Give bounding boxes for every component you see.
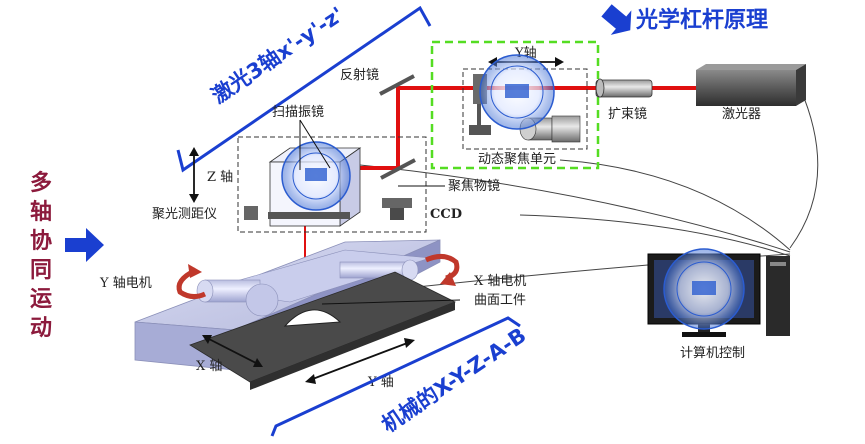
reflect-mirror-focus	[380, 158, 416, 180]
university-seal-mid	[281, 141, 351, 211]
multi-axis-char-3: 协	[30, 229, 52, 254]
label-x-axis: X 轴	[196, 359, 222, 374]
curved-workpiece	[283, 309, 342, 327]
label-z-axis: Z 轴	[207, 170, 233, 185]
multi-axis-char-6: 动	[30, 316, 52, 341]
label-beam-expander: 扩束镜	[608, 107, 647, 122]
dynamic-focus-green-frame	[430, 40, 600, 170]
workpiece-pointer	[321, 299, 461, 305]
scan-head-box	[237, 136, 427, 233]
label-focus-lens: 聚焦物镜	[448, 179, 500, 194]
mech-axes-bracket	[270, 316, 521, 437]
dynamic-focus-box	[462, 68, 588, 150]
rangefinder-device	[244, 206, 258, 220]
university-seal-pc	[663, 248, 745, 330]
multi-axis-char-5: 运	[30, 287, 52, 312]
arrow-right-icon	[65, 228, 104, 262]
label-laser: 激光器	[722, 107, 761, 122]
beam-expander	[595, 78, 653, 98]
label-workpiece: 曲面工件	[474, 293, 526, 308]
y-axis-bottom-double-arrow-icon	[305, 338, 415, 384]
objective-plate	[268, 212, 350, 219]
x-motor-assembly	[339, 259, 419, 281]
multi-axis-char-2: 轴	[30, 199, 52, 225]
university-seal-top	[479, 54, 555, 130]
ccd-camera	[382, 198, 412, 220]
y-motor-rotate-arrow-icon	[176, 264, 207, 300]
label-y-motor: Y 轴电机	[99, 276, 152, 291]
label-rangefinder: 聚光测距仪	[152, 207, 217, 222]
workpiece-plate	[189, 271, 456, 390]
multi-axis-char-4: 同	[30, 258, 52, 283]
laser-source	[696, 64, 806, 106]
x-motor-rotate-arrow-icon	[424, 254, 460, 286]
label-pc-control: 计算机控制	[680, 346, 745, 361]
title-mech-axes: 机械的X-Y-Z-A-B	[377, 323, 530, 437]
reflect-mirror-top	[379, 74, 415, 96]
label-x-motor: X 轴电机	[474, 274, 526, 289]
label-ccd: CCD	[430, 207, 462, 222]
title-laser-3axis: 激光3轴x'-y'-z'	[207, 2, 348, 108]
arrow-down-icon	[601, 4, 632, 35]
title-lever-principle: 光学杠杆原理	[635, 7, 768, 33]
multi-axis-char-1: 多	[30, 170, 52, 196]
label-dynamic-focus: 动态聚焦单元	[478, 152, 556, 167]
galvo-pointer-lines	[299, 119, 331, 170]
label-galvo: 扫描振镜	[272, 105, 324, 120]
label-mirror: 反射镜	[340, 67, 379, 83]
x-axis-double-arrow-icon	[202, 335, 263, 367]
laser-3axis-bracket	[176, 5, 432, 173]
multi-axis-column: 多 轴 协 同 运 动	[30, 170, 52, 341]
label-y-axis-bottom: Y 轴	[367, 375, 394, 390]
z-axis-double-arrow-icon	[189, 147, 199, 203]
